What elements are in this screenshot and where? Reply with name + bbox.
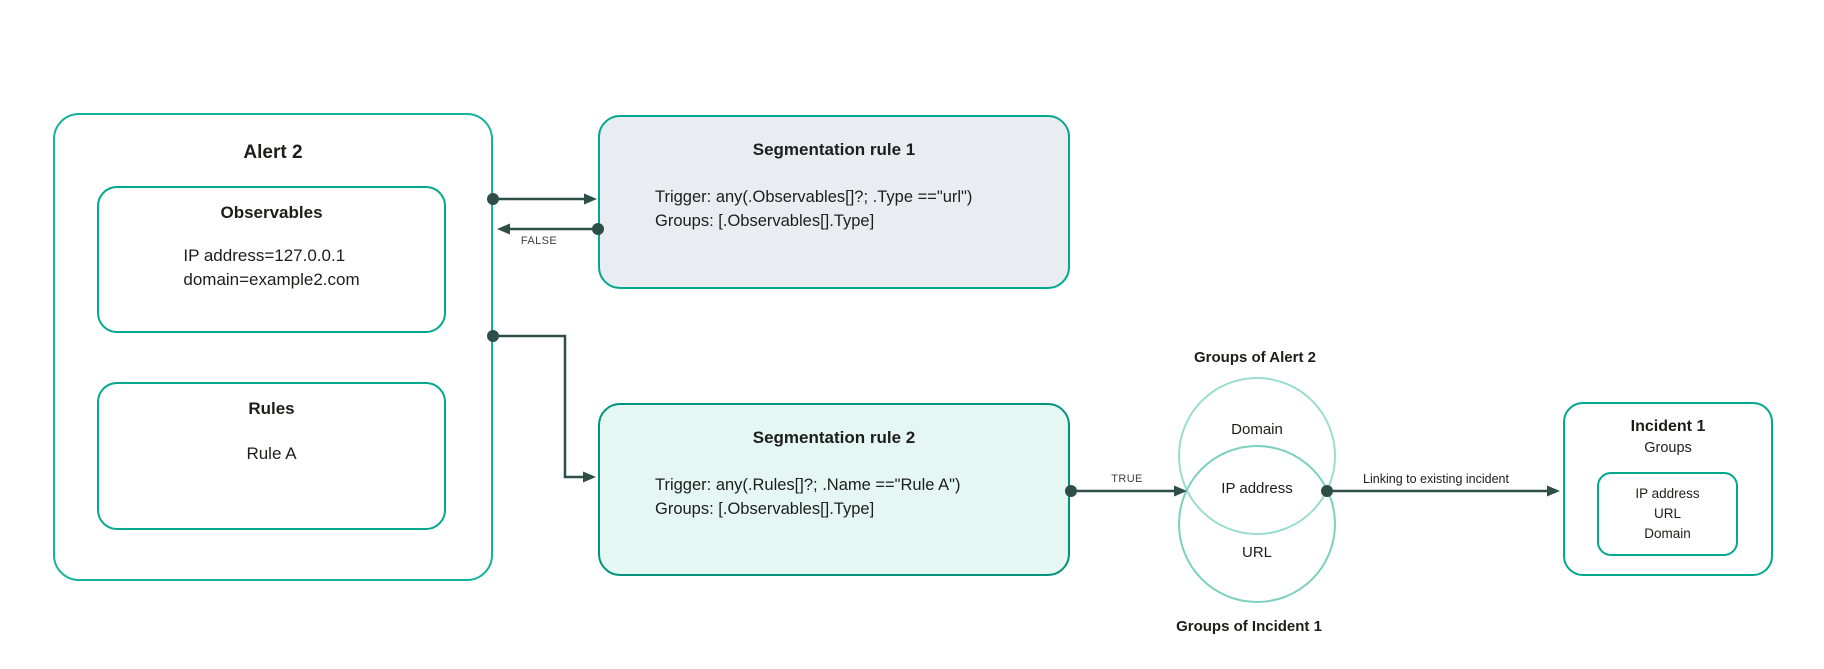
segmentation-rule-2-box: Segmentation rule 2 Trigger: any(.Rules[…: [598, 403, 1070, 576]
segmentation-rule-1-box: Segmentation rule 1 Trigger: any(.Observ…: [598, 115, 1070, 289]
segmentation-rule-2-title: Segmentation rule 2: [752, 428, 916, 447]
observables-values: IP address=127.0.0.1 domain=example2.com: [99, 244, 444, 292]
incident1-group-url: URL: [1653, 506, 1681, 521]
observable-domain: domain=example2.com: [183, 270, 360, 289]
incident1-box: Incident 1 Groups IP address URL Domain: [1563, 402, 1773, 576]
venn-url-label: URL: [1241, 544, 1273, 561]
segmentation-rule-2-body: Trigger: any(.Rules[]?; .Name =="Rule A"…: [655, 473, 960, 521]
venn-bottom-circle: [1178, 445, 1336, 603]
segmentation-rule-1-title: Segmentation rule 1: [752, 140, 916, 159]
alert2-title: Alert 2: [243, 142, 303, 163]
incident1-group-ip: IP address: [1635, 486, 1700, 501]
arrow-rule2-true-to-groups: [1065, 485, 1187, 497]
arrow-alert2-to-rule2: [487, 330, 596, 483]
incident1-title: Incident 1: [1630, 418, 1706, 435]
alert2-box: Alert 2 Observables IP address=127.0.0.1…: [53, 113, 493, 581]
observables-title: Observables: [220, 203, 323, 222]
rules-box: Rules Rule A: [97, 382, 446, 530]
arrow-rule1-false-to-alert2: [497, 223, 604, 235]
segmentation-rule-1-trigger: Trigger: any(.Observables[]?; .Type =="u…: [655, 188, 973, 206]
segmentation-rule-2-groups: Groups: [.Observables[].Type]: [655, 500, 875, 518]
segmentation-rule-2-trigger: Trigger: any(.Rules[]?; .Name =="Rule A"…: [655, 476, 961, 494]
observables-box: Observables IP address=127.0.0.1 domain=…: [97, 186, 446, 333]
arrow-groups-to-incident1: [1321, 485, 1560, 497]
incident1-groups-box: IP address URL Domain: [1597, 472, 1738, 556]
arrow-alert2-to-rule1: [487, 193, 597, 205]
segmentation-rule-1-groups: Groups: [.Observables[].Type]: [655, 212, 875, 230]
linking-label: Linking to existing incident: [1363, 472, 1509, 486]
venn-top-circle: [1178, 377, 1336, 535]
incident1-group-domain: Domain: [1644, 526, 1691, 541]
venn-ip-address-label: IP address: [1221, 480, 1293, 497]
rules-title: Rules: [248, 399, 295, 418]
venn-title-incident1: Groups of Incident 1: [1176, 618, 1322, 635]
rule-a: Rule A: [246, 444, 297, 463]
segmentation-rule-1-body: Trigger: any(.Observables[]?; .Type =="u…: [655, 185, 972, 233]
venn-title-alert2: Groups of Alert 2: [1194, 349, 1316, 366]
true-label: TRUE: [1111, 473, 1143, 485]
incident1-groups-label: Groups: [1644, 440, 1692, 456]
observable-ip: IP address=127.0.0.1: [183, 246, 346, 265]
venn-domain-label: Domain: [1231, 421, 1283, 438]
false-label: FALSE: [520, 235, 558, 247]
